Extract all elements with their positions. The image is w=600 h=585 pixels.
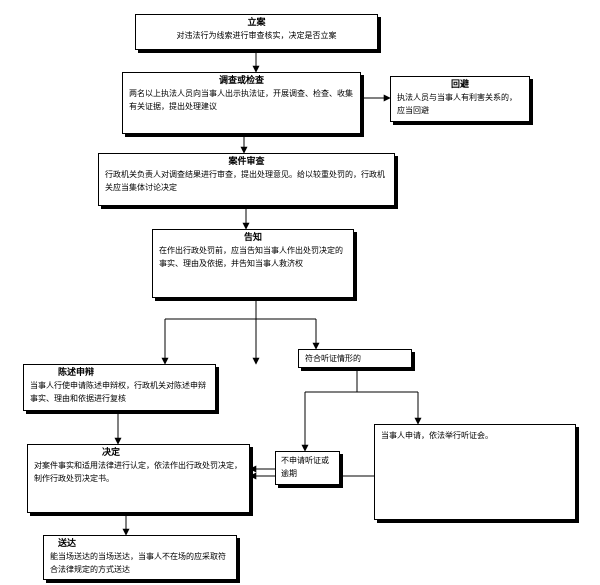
node-investigation-title: 调查或检查 — [218, 76, 264, 86]
node-recusal-title: 回避 — [450, 80, 469, 90]
node-decision: 决定 对案件事实和适用法律进行认定，依法作出行政处罚决定，制作行政处罚决定书。 — [27, 444, 250, 513]
node-recusal-text: 执法人员与当事人有利害关系的，应当回避 — [397, 93, 517, 115]
node-no-hearing: 不申请听证或逾期 — [275, 451, 340, 485]
node-statement-title: 陈述申辩 — [58, 368, 95, 378]
node-filing: 立案 对违法行为线索进行审查核实，决定是否立案 — [135, 14, 378, 50]
node-decision-title: 决定 — [102, 448, 121, 458]
node-no-hearing-text: 不申请听证或逾期 — [281, 456, 329, 478]
node-delivery: 送达 能当场送达的当场送达，当事人不在场的应采取符合法律规定的方式送达 — [43, 535, 237, 580]
node-statement: 陈述申辩 当事人行使申请陈述申辩权，行政机关对陈述申辩事实、理由和依据进行复核 — [23, 364, 216, 411]
node-notice-text: 在作出行政处罚前，应当告知当事人作出处罚决定的事实、理由及依据，并告知当事人救济… — [159, 246, 343, 268]
node-hearing-condition: 符合听证情形的 — [298, 349, 412, 368]
node-case-review-text: 行政机关负责人对调查结果进行审查，提出处理意见。给以较重处罚的，行政机关应当集体… — [105, 170, 385, 192]
node-notice: 告知 在作出行政处罚前，应当告知当事人作出处罚决定的事实、理由及依据，并告知当事… — [152, 229, 354, 298]
node-filing-title: 立案 — [247, 18, 266, 28]
node-case-review: 案件审查 行政机关负责人对调查结果进行审查，提出处理意见。给以较重处罚的，行政机… — [98, 153, 395, 206]
node-statement-text: 当事人行使申请陈述申辩权，行政机关对陈述申辩事实、理由和依据进行复核 — [30, 381, 206, 403]
node-recusal: 回避 执法人员与当事人有利害关系的，应当回避 — [390, 76, 530, 122]
node-hearing-apply: 当事人申请，依法举行听证会。 — [374, 424, 576, 520]
node-investigation-text: 两名以上执法人员向当事人出示执法证，开展调查、检查、收集有关证据，提出处理建议 — [129, 89, 353, 111]
node-case-review-title: 案件审查 — [228, 157, 265, 167]
node-hearing-condition-text: 符合听证情形的 — [305, 354, 361, 363]
node-decision-text: 对案件事实和适用法律进行认定，依法作出行政处罚决定，制作行政处罚决定书。 — [34, 461, 242, 483]
node-hearing-apply-text: 当事人申请，依法举行听证会。 — [381, 431, 493, 440]
node-filing-text: 对违法行为线索进行审查核实，决定是否立案 — [176, 31, 337, 40]
node-delivery-title: 送达 — [58, 539, 77, 549]
node-delivery-text: 能当场送达的当场送达，当事人不在场的应采取符合法律规定的方式送达 — [50, 552, 226, 574]
node-investigation: 调查或检查 两名以上执法人员向当事人出示执法证，开展调查、检查、收集有关证据，提… — [122, 72, 361, 134]
node-notice-title: 告知 — [243, 233, 262, 243]
